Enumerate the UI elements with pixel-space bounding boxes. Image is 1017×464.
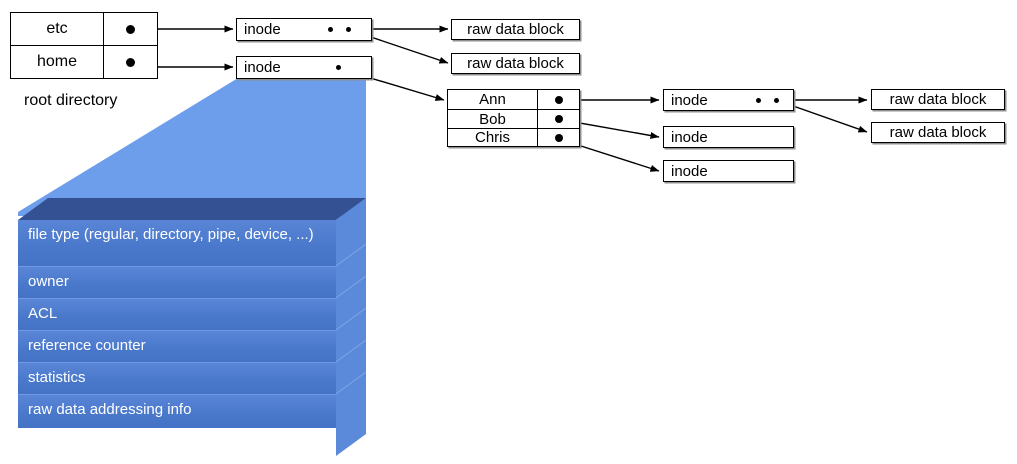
pointer-bullet-icon	[336, 65, 341, 70]
root-entry-pointer-cell[interactable]	[104, 13, 157, 45]
table-row[interactable]: etc	[11, 13, 157, 45]
inode-field-row[interactable]: reference counter	[18, 330, 336, 362]
pointer-bullet-icon	[756, 97, 761, 103]
inode-field-row[interactable]: owner	[18, 266, 336, 298]
inode-field-label: reference counter	[28, 337, 146, 354]
inode-box-etc[interactable]: inode	[236, 18, 372, 41]
home-entry-name: Bob	[448, 110, 538, 128]
inode-field-row[interactable]: statistics	[18, 362, 336, 394]
inode-field-row[interactable]: raw data addressing info	[18, 394, 336, 428]
home-entry-name: Ann	[448, 90, 538, 109]
inode-detail-block: file type (regular, directory, pipe, dev…	[18, 198, 366, 456]
pointer-bullet-icon	[554, 95, 563, 104]
pointer-bullet-icon	[554, 115, 563, 123]
inode-label: inode	[671, 91, 708, 109]
pointer-bullet-icon	[328, 27, 333, 32]
home-entry-pointer-cell[interactable]	[538, 129, 579, 146]
raw-data-block[interactable]: raw data block	[871, 89, 1005, 110]
inode-box-home[interactable]: inode	[236, 56, 372, 79]
zoom-funnel-shape	[18, 78, 366, 216]
inode-pointer-dots[interactable]	[756, 90, 779, 110]
raw-data-block[interactable]: raw data block	[871, 122, 1005, 143]
inode-field-label: file type (regular, directory, pipe, dev…	[28, 226, 314, 243]
inode-label: inode	[671, 162, 708, 180]
raw-data-block[interactable]: raw data block	[451, 19, 580, 40]
root-directory-table[interactable]: etc home	[10, 12, 158, 79]
root-entry-pointer-cell[interactable]	[104, 46, 157, 78]
inode-label: inode	[244, 21, 281, 38]
inode-box-chris[interactable]: inode	[663, 160, 794, 182]
inode-field-label: raw data addressing info	[28, 401, 192, 418]
raw-data-block-label: raw data block	[467, 55, 564, 72]
home-directory-table[interactable]: Ann Bob Chris	[447, 89, 580, 147]
raw-data-block-label: raw data block	[889, 91, 987, 108]
inode-field-row[interactable]: ACL	[18, 298, 336, 330]
root-entry-name: etc	[11, 13, 104, 45]
pointer-bullet-icon	[346, 27, 351, 32]
pointer-bullet-icon	[554, 133, 563, 142]
inode-box-bob[interactable]: inode	[663, 126, 794, 148]
inode-field-row[interactable]: file type (regular, directory, pipe, dev…	[18, 220, 336, 266]
inode-field-label: statistics	[28, 369, 86, 386]
inode-label: inode	[671, 128, 708, 146]
inode-detail-top-face	[18, 198, 366, 220]
inode-pointer-dots[interactable]	[328, 19, 351, 40]
table-row[interactable]: Bob	[448, 109, 579, 128]
pointer-bullet-icon	[774, 97, 779, 103]
inode-detail-side-face	[336, 198, 366, 456]
inode-field-label: owner	[28, 273, 69, 290]
home-entry-pointer-cell[interactable]	[538, 90, 579, 109]
root-directory-caption: root directory	[24, 92, 118, 109]
raw-data-block[interactable]: raw data block	[451, 53, 580, 74]
inode-box-ann[interactable]: inode	[663, 89, 794, 111]
inode-pointer-dots[interactable]	[336, 57, 341, 78]
pointer-bullet-icon	[126, 57, 135, 67]
raw-data-block-label: raw data block	[889, 124, 987, 141]
root-entry-name: home	[11, 46, 104, 78]
home-entry-pointer-cell[interactable]	[538, 110, 579, 128]
table-row[interactable]: home	[11, 45, 157, 78]
table-row[interactable]: Chris	[448, 128, 579, 146]
raw-data-block-label: raw data block	[467, 21, 564, 38]
table-row[interactable]: Ann	[448, 90, 579, 109]
inode-field-label: ACL	[28, 305, 58, 322]
home-entry-name: Chris	[448, 129, 538, 146]
pointer-bullet-icon	[126, 24, 135, 34]
inode-label: inode	[244, 59, 281, 76]
